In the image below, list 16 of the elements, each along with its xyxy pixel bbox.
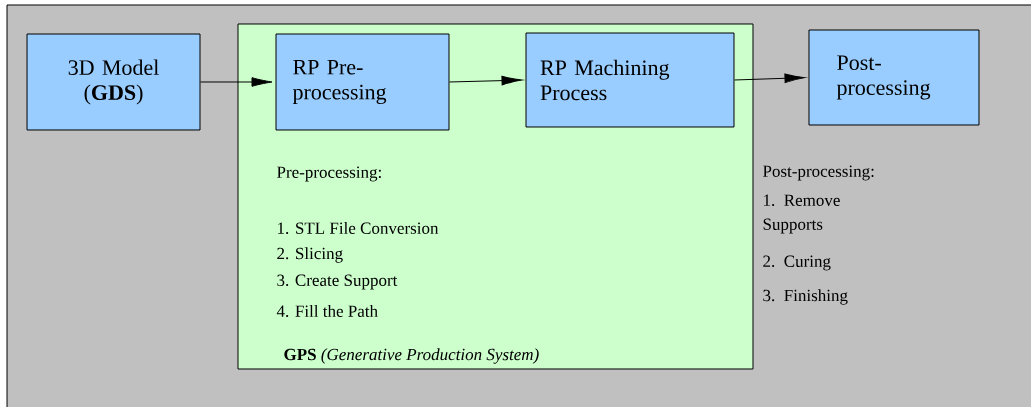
list-item: 1. Remove Supports — [763, 194, 840, 234]
list-item: 3. Finishing — [763, 289, 848, 305]
process-box: RP Machining Process — [525, 32, 735, 128]
list-item: 2. Curing — [763, 255, 831, 271]
process-box: RP Pre-processing — [275, 33, 450, 131]
arrow — [200, 77, 273, 87]
list-heading: Post-processing: — [763, 165, 874, 181]
list-item: 1. STL File Conversion — [278, 222, 439, 234]
process-box: Post-processing — [808, 29, 980, 126]
list-item: 3. Create Support — [277, 274, 398, 290]
panel-caption: GPS (Generative Production System) — [284, 348, 539, 364]
pre-processing-heading: Pre-processing: — [277, 166, 381, 182]
arrow — [449, 75, 523, 86]
list-item: 2. Slicing — [277, 247, 343, 263]
process-box: 3D Model (GDS) — [26, 33, 201, 131]
list-item: 4. Fill the Path — [276, 305, 378, 317]
